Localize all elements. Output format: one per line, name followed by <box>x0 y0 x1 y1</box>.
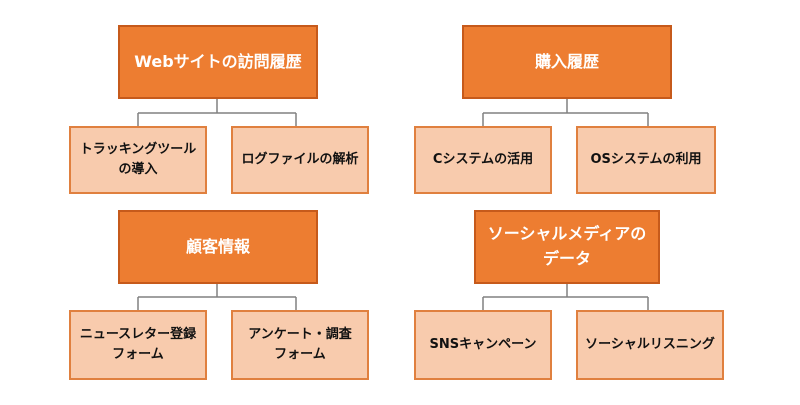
connector-g2 <box>482 99 649 126</box>
node-social-listening: ソーシャルリスニング <box>576 310 724 380</box>
connector-g3 <box>137 284 297 310</box>
node-label: SNSキャンペーン <box>429 336 537 352</box>
node-label: トラッキングツールの導入 <box>79 141 197 177</box>
node-sns-campaign: SNSキャンペーン <box>414 310 552 380</box>
node-social-media-data: ソーシャルメディアのデータ <box>474 210 660 284</box>
node-tracking-tool: トラッキングツールの導入 <box>69 126 207 194</box>
node-newsletter-form: ニュースレター登録フォーム <box>69 310 207 380</box>
node-label: アンケート・調査フォーム <box>248 326 352 362</box>
node-os-system: OSシステムの利用 <box>576 126 716 194</box>
node-label: Cシステムの活用 <box>432 151 534 167</box>
node-customer-info: 顧客情報 <box>118 210 318 284</box>
node-label: ソーシャルメディアのデータ <box>487 224 647 268</box>
node-label: ログファイルの解析 <box>241 151 359 167</box>
node-c-system: Cシステムの活用 <box>414 126 552 194</box>
node-website-visit-history: Webサイトの訪問履歴 <box>118 25 318 99</box>
node-label: OSシステムの利用 <box>590 151 702 167</box>
node-survey-form: アンケート・調査フォーム <box>231 310 369 380</box>
node-label: Webサイトの訪問履歴 <box>134 51 302 71</box>
node-label: ニュースレター登録フォーム <box>79 326 197 362</box>
connector-g1 <box>137 99 297 126</box>
connector-g4 <box>482 284 649 310</box>
node-label: 購入履歴 <box>534 51 599 71</box>
node-log-analysis: ログファイルの解析 <box>231 126 369 194</box>
node-purchase-history: 購入履歴 <box>462 25 672 99</box>
node-label: 顧客情報 <box>185 236 250 256</box>
node-label: ソーシャルリスニング <box>585 336 715 352</box>
